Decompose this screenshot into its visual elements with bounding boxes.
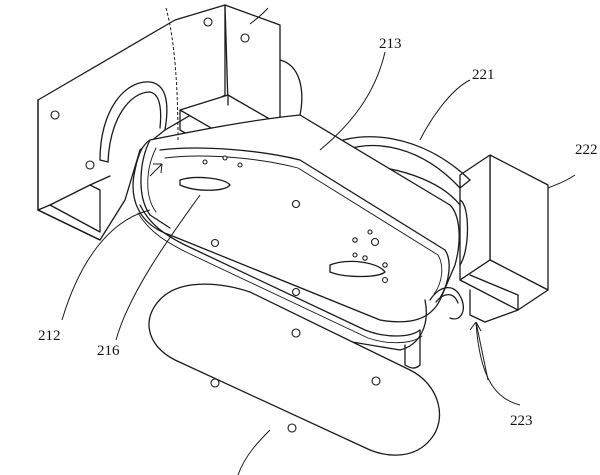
label-212: 212 xyxy=(38,328,61,344)
right-bracket xyxy=(459,154,549,323)
label-216: 216 xyxy=(97,343,120,359)
label-223: 223 xyxy=(510,413,533,429)
cover-plate xyxy=(148,283,441,456)
leader-lines xyxy=(61,7,576,475)
reference-labels: 213 221 222 212 216 223 xyxy=(38,36,598,429)
label-213: 213 xyxy=(379,36,402,52)
left-bracket xyxy=(37,4,226,241)
tray-body xyxy=(132,114,464,369)
label-222: 222 xyxy=(575,142,598,158)
label-221: 221 xyxy=(472,67,495,83)
